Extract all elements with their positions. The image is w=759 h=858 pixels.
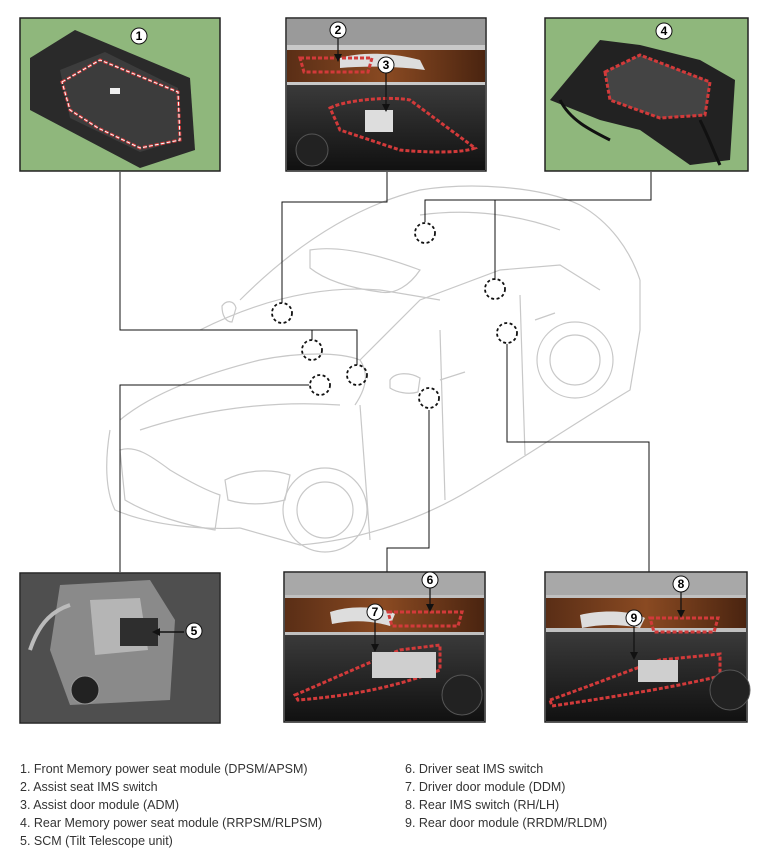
legend-item: 8. Rear IMS switch (RH/LH): [405, 798, 560, 812]
leader-lines: [119, 172, 652, 572]
photo-assist-door: [285, 17, 487, 172]
callout-9: 9: [625, 609, 643, 627]
photo-driver-door: [283, 571, 486, 723]
photo-front-memory-seat-module: [19, 17, 221, 172]
photo-rear-memory-seat-module: [544, 17, 749, 172]
location-marker: [414, 222, 436, 244]
photo-rear-door: [544, 571, 751, 723]
svg-text:9: 9: [631, 611, 638, 625]
svg-text:6: 6: [427, 573, 434, 587]
callout-1: 1: [130, 27, 148, 45]
svg-text:7: 7: [372, 605, 379, 619]
location-marker: [496, 322, 518, 344]
location-marker: [309, 374, 331, 396]
legend-item: 6. Driver seat IMS switch: [405, 762, 544, 776]
location-marker: [271, 302, 293, 324]
legend-item: 3. Assist door module (ADM): [20, 798, 180, 812]
callout-labels: 1 2 3 4 5 6 7 8 9: [130, 21, 690, 640]
legend-item: 7. Driver door module (DDM): [405, 780, 566, 794]
svg-text:8: 8: [678, 577, 685, 591]
svg-text:5: 5: [191, 624, 198, 638]
svg-text:4: 4: [661, 24, 668, 38]
svg-text:3: 3: [383, 58, 390, 72]
location-marker: [418, 387, 440, 409]
callout-5: 5: [185, 622, 203, 640]
callout-6: 6: [421, 571, 439, 589]
callout-2: 2: [329, 21, 347, 39]
car-outline: [106, 185, 641, 553]
legend-left-column: 1. Front Memory power seat module (DPSM/…: [20, 760, 322, 850]
photo-scm: [19, 572, 221, 724]
callout-7: 7: [366, 603, 384, 621]
legend-item: 4. Rear Memory power seat module (RRPSM/…: [20, 816, 323, 830]
svg-text:1: 1: [136, 29, 143, 43]
location-marker: [484, 278, 506, 300]
callout-3: 3: [377, 56, 395, 74]
callout-8: 8: [672, 575, 690, 593]
location-marker: [301, 339, 323, 361]
legend-right-column: 6. Driver seat IMS switch 7. Driver door…: [405, 760, 607, 832]
callout-4: 4: [655, 22, 673, 40]
location-marker: [346, 364, 368, 386]
legend-item: 1. Front Memory power seat module (DPSM/…: [20, 762, 308, 776]
legend-item: 2. Assist seat IMS switch: [20, 780, 158, 794]
location-markers: [271, 222, 518, 409]
legend-item: 5. SCM (Tilt Telescope unit): [20, 834, 173, 848]
svg-text:2: 2: [335, 23, 342, 37]
legend-item: 9. Rear door module (RRDM/RLDM): [405, 816, 608, 830]
